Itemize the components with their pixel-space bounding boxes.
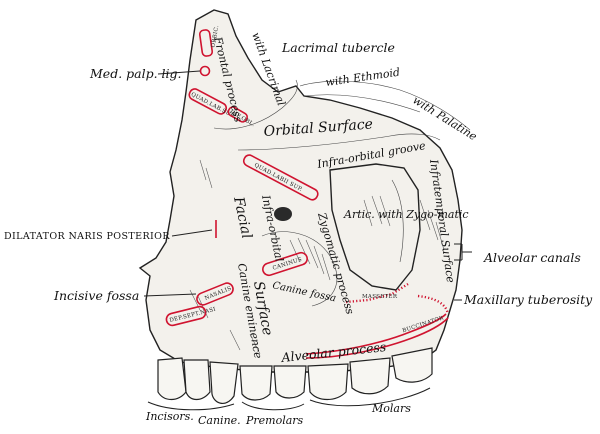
label-artic-with-zygomatic: Artic. with Zygo-matic: [343, 208, 469, 221]
leader-lines: [143, 70, 472, 411]
muscle-quad-labii-2: [242, 154, 319, 201]
tooth-incisor-2: [183, 359, 211, 401]
label-med-palp-lig: Med. palp. lig.: [89, 66, 182, 81]
tooth-molar-3: [391, 347, 433, 383]
muscle-orbicularis: [198, 29, 214, 57]
tooth-incisor-1: [157, 357, 187, 401]
muscle-nasalis: [196, 282, 234, 306]
tooth-molar-2: [349, 357, 391, 395]
infra-orbital-foramen: [274, 207, 292, 221]
label-incisive-fossa: Incisive fossa: [53, 288, 139, 303]
zygomatic-articulation: [329, 163, 421, 291]
muscle-buccinator-dot: [417, 294, 450, 315]
muscle-masseter: [345, 282, 409, 304]
label-with-ethmoid: with Ethmoid: [325, 66, 401, 89]
muscle-masseter-label: MASSETER: [362, 294, 398, 300]
muscle-inf-obliquus: [227, 106, 248, 123]
tooth-premolar-1: [239, 365, 273, 401]
label-premolars: Premolars: [245, 414, 304, 427]
label-molars: Molars: [371, 402, 411, 415]
label-alveolar-canals: Alveolar canals: [483, 250, 581, 265]
teeth-row: [157, 347, 433, 404]
label-lacrimal-tubercle: Lacrimal tubercle: [281, 40, 395, 55]
muscle-caninus: [262, 251, 308, 277]
muscle-buccinator: [305, 313, 447, 355]
muscle-quad-labii: [188, 88, 228, 115]
label-orbital-surface: Orbital Surface: [263, 116, 373, 140]
muscle-med-palp-lig: [199, 65, 211, 77]
muscle-orbicularis-label: ORBIC.: [211, 25, 221, 48]
muscle-buccinator-edge: [305, 317, 449, 359]
maxilla-bone: [138, 9, 471, 373]
label-dilatator-naris-posterior: DILATATOR NARIS POSTERIOR: [4, 231, 170, 242]
label-incisors: Incisors.: [145, 410, 194, 423]
tooth-molar-1: [307, 363, 349, 401]
muscle-depr-septi: [165, 305, 207, 327]
label-canine: Canine.: [198, 414, 241, 427]
label-maxillary-tuberosity: Maxillary tuberosity: [463, 292, 593, 307]
tooth-canine: [209, 361, 239, 404]
tooth-premolar-2: [273, 365, 307, 399]
